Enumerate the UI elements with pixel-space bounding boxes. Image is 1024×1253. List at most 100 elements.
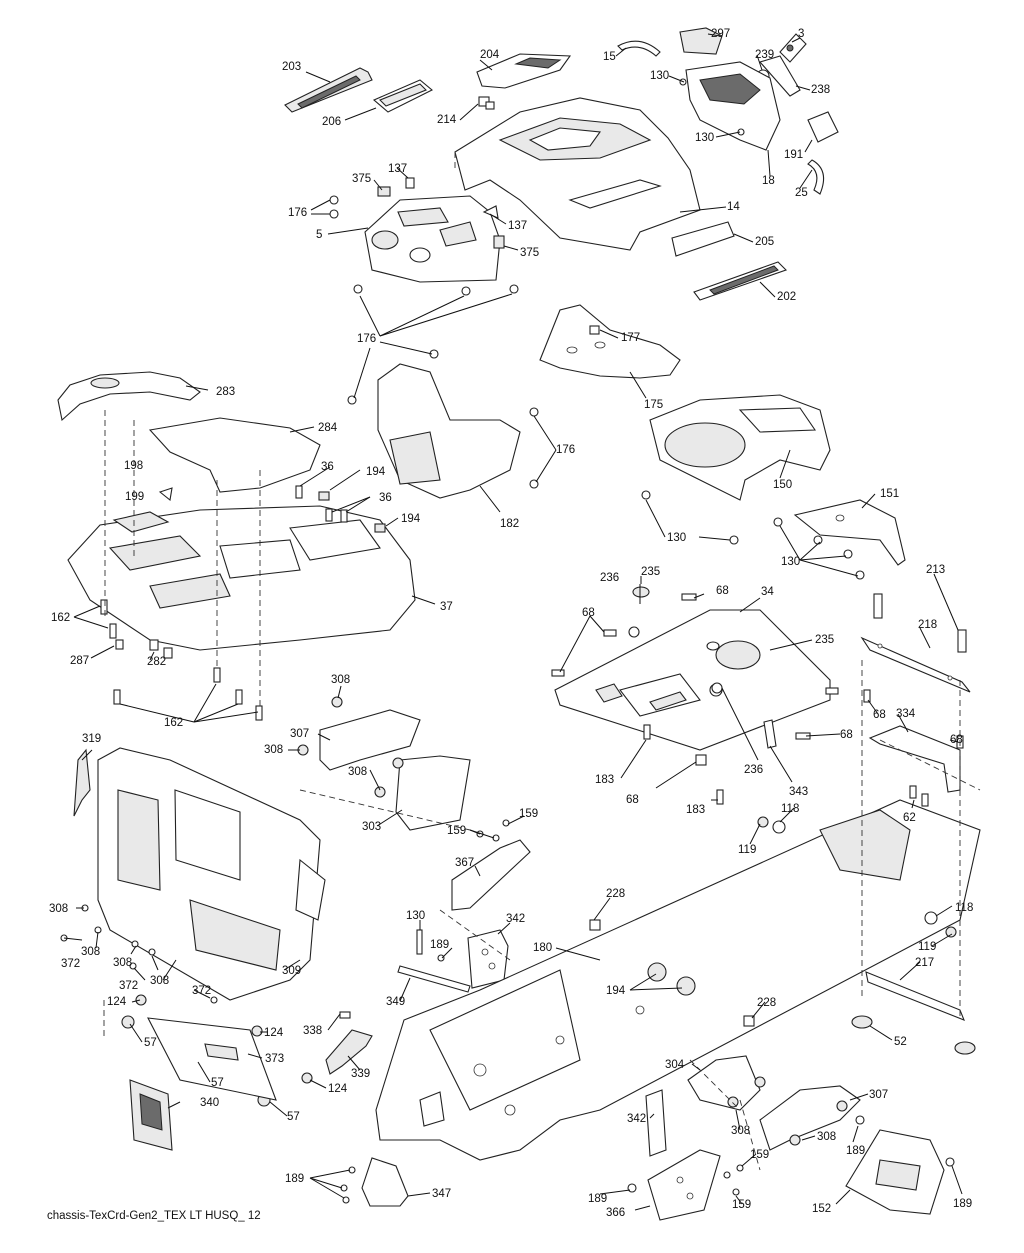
callout-205: 205	[755, 236, 774, 248]
callout-175: 175	[644, 399, 663, 411]
nut-part-119	[757, 816, 957, 938]
callout-118: 118	[955, 902, 973, 914]
callout-309: 309	[282, 965, 301, 977]
clip-part-214	[478, 96, 495, 110]
callout-118: 118	[781, 803, 799, 815]
bracket-part-151	[793, 499, 906, 566]
callout-308: 308	[817, 1131, 836, 1143]
callout-236: 236	[744, 764, 763, 776]
callout-57: 57	[211, 1077, 224, 1089]
callout-284: 284	[318, 422, 338, 434]
callout-366: 366	[606, 1207, 625, 1219]
callout-307: 307	[869, 1089, 888, 1101]
callout-203: 203	[282, 61, 301, 73]
callout-308: 308	[150, 975, 169, 987]
callout-373: 373	[265, 1053, 284, 1065]
bracket-part-342b	[645, 1089, 667, 1157]
callout-343: 343	[789, 786, 808, 798]
callout-304: 304	[665, 1059, 685, 1071]
callout-194: 194	[606, 985, 626, 997]
screws-part-372	[60, 934, 218, 1004]
hood-part-14	[454, 97, 701, 251]
rod-part-339	[325, 1029, 373, 1075]
callout-57: 57	[287, 1111, 300, 1123]
callout-367: 367	[455, 857, 474, 869]
lever-part-238	[759, 55, 801, 97]
callout-287: 287	[70, 655, 89, 667]
callout-18: 18	[762, 175, 775, 187]
vent-part-204	[476, 53, 572, 89]
callout-62: 62	[903, 812, 916, 824]
callout-130: 130	[650, 70, 669, 82]
callout-151: 151	[880, 488, 899, 500]
bracket-part-342	[467, 929, 509, 989]
callout-202: 202	[777, 291, 796, 303]
isolator-part-124	[135, 994, 313, 1084]
callout-372: 372	[61, 958, 80, 970]
callout-124: 124	[328, 1083, 348, 1095]
callout-308: 308	[331, 674, 350, 686]
bracket-part-343	[763, 719, 777, 749]
callout-189: 189	[285, 1173, 304, 1185]
callout-204: 204	[480, 49, 500, 61]
bracket-part-307	[319, 709, 421, 771]
clip-part-177	[589, 325, 600, 335]
callout-3: 3	[798, 28, 804, 40]
bushing-part-194c	[647, 962, 696, 996]
callout-14: 14	[727, 201, 740, 213]
callout-238: 238	[811, 84, 830, 96]
callout-189: 189	[588, 1193, 607, 1205]
callout-303: 303	[362, 821, 381, 833]
callout-308: 308	[113, 957, 132, 969]
callout-130: 130	[695, 132, 714, 144]
washer-part-118	[772, 820, 938, 925]
callout-137: 137	[508, 220, 527, 232]
bolts-part-162	[100, 599, 263, 721]
clip-part-287	[115, 639, 124, 650]
screw-part-228	[589, 919, 755, 1027]
callout-36: 36	[321, 461, 334, 473]
plate-part-367	[451, 839, 531, 911]
callout-235: 235	[815, 634, 834, 646]
grille-part-340	[129, 1079, 173, 1151]
callout-130: 130	[781, 556, 800, 568]
rod-part-349	[397, 965, 471, 993]
callout-194: 194	[401, 513, 421, 525]
callout-68: 68	[716, 585, 729, 597]
callout-68: 68	[582, 607, 595, 619]
screws-part-308-left	[81, 904, 156, 956]
callout-57: 57	[144, 1037, 157, 1049]
bolt-part-213	[873, 593, 967, 653]
screw-part-189a	[437, 954, 445, 962]
callout-342: 342	[627, 1113, 646, 1125]
callout-180: 180	[533, 942, 552, 954]
callout-150: 150	[773, 479, 792, 491]
fastener-part-375a	[377, 186, 391, 197]
callout-283: 283	[216, 386, 235, 398]
tank-holder-part-150	[649, 394, 831, 501]
callout-162: 162	[164, 717, 183, 729]
leader-lines	[63, 33, 963, 1211]
clips-part-282	[149, 639, 173, 659]
vent-part-202	[693, 261, 788, 301]
callout-176: 176	[288, 207, 307, 219]
callout-228: 228	[606, 888, 625, 900]
callout-198: 198	[124, 460, 143, 472]
bushing-part-235	[632, 586, 720, 651]
plate-part-366	[647, 1149, 721, 1221]
callout-214: 214	[437, 114, 457, 126]
callout-338: 338	[303, 1025, 322, 1037]
cap-part-3	[779, 33, 807, 63]
callout-189: 189	[846, 1145, 865, 1157]
callout-308: 308	[264, 744, 283, 756]
callout-307: 307	[290, 728, 309, 740]
vent-part-206	[372, 79, 433, 113]
callout-68: 68	[950, 734, 963, 746]
bracket-part-175	[539, 304, 681, 379]
callout-235: 235	[641, 566, 660, 578]
callout-339: 339	[351, 1068, 370, 1080]
nut-part-194	[318, 491, 386, 533]
callout-159: 159	[519, 808, 538, 820]
bar-part-218	[860, 636, 971, 693]
